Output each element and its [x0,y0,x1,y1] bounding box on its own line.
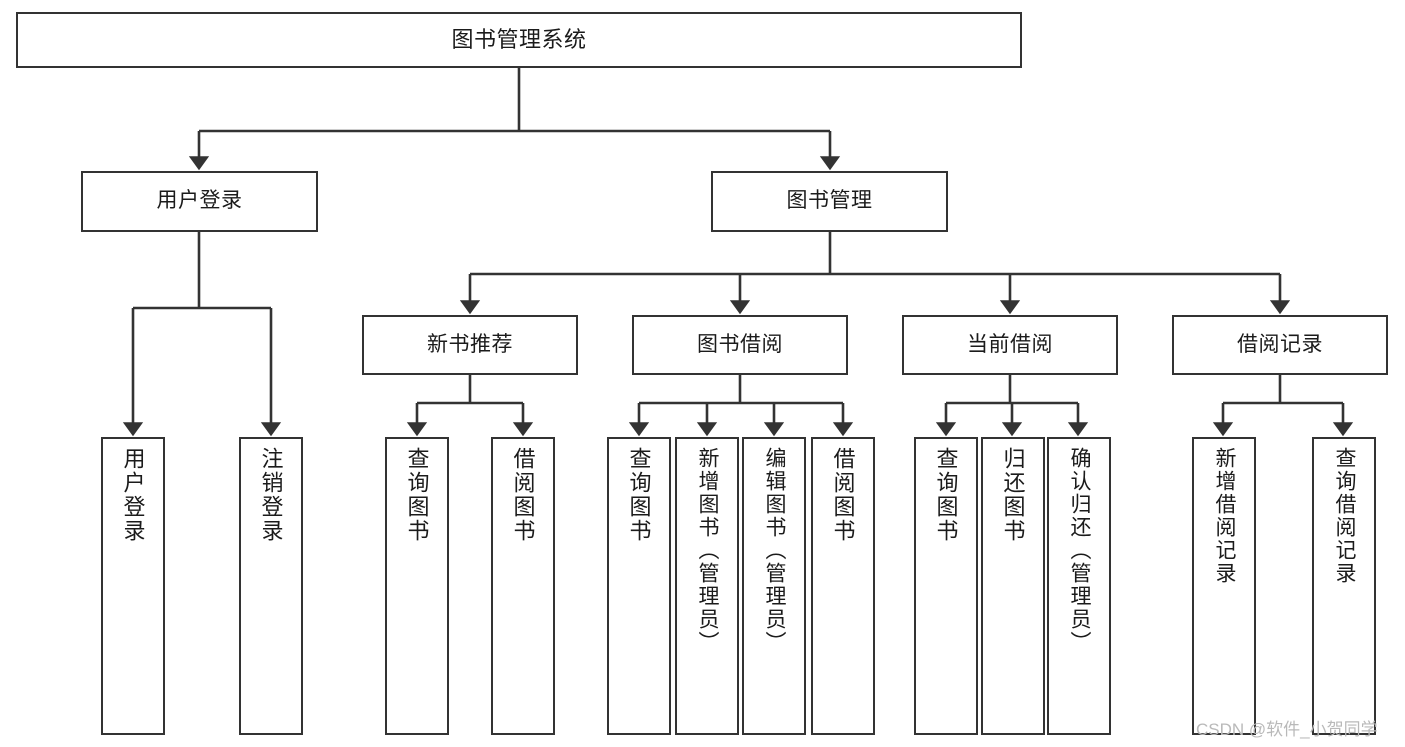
leaf-newbook-query-book[interactable]: 查询图书 [385,437,449,735]
leaf-borrow-add-book-admin[interactable]: 新增图书（管理员） [675,437,739,735]
leaf-borrow-borrow-book[interactable]: 借阅图书 [811,437,875,735]
leaf-borrow-query-book[interactable]: 查询图书 [607,437,671,735]
node-new-book-recommend[interactable]: 新书推荐 [362,315,578,375]
node-label: 查询借阅记录 [1333,447,1357,585]
node-book-management[interactable]: 图书管理 [711,171,948,232]
node-label: 查询图书 [404,447,430,543]
node-label: 借阅图书 [510,447,536,543]
node-label: 注销登录 [258,447,284,543]
node-label: 借阅图书 [830,447,856,543]
node-label: 新增图书（管理员） [696,447,720,654]
node-root-system[interactable]: 图书管理系统 [16,12,1022,68]
leaf-record-add-record[interactable]: 新增借阅记录 [1192,437,1256,735]
node-label: 借阅记录 [1237,332,1323,356]
leaf-current-return-book[interactable]: 归还图书 [981,437,1045,735]
node-user-login[interactable]: 用户登录 [81,171,318,232]
node-label: 确认归还（管理员） [1068,447,1092,654]
node-label: 查询图书 [933,447,959,543]
node-label: 当前借阅 [967,332,1053,356]
leaf-newbook-borrow-book[interactable]: 借阅图书 [491,437,555,735]
node-borrow-record[interactable]: 借阅记录 [1172,315,1388,375]
node-label: 图书管理系统 [451,27,587,53]
leaf-record-query-record[interactable]: 查询借阅记录 [1312,437,1376,735]
node-label: 用户登录 [120,447,146,543]
node-label: 查询图书 [626,447,652,543]
node-book-borrow[interactable]: 图书借阅 [632,315,848,375]
node-label: 图书管理 [786,189,873,213]
node-label: 新书推荐 [427,332,513,356]
leaf-user-login[interactable]: 用户登录 [101,437,165,735]
node-label: 归还图书 [1000,447,1026,543]
node-label: 用户登录 [156,189,243,213]
leaf-borrow-edit-book-admin[interactable]: 编辑图书（管理员） [742,437,806,735]
node-label: 图书借阅 [697,332,783,356]
csdn-watermark: CSDN @软件_小贺同学 [1196,720,1378,739]
node-current-borrow[interactable]: 当前借阅 [902,315,1118,375]
leaf-current-query-book[interactable]: 查询图书 [914,437,978,735]
leaf-current-confirm-return-admin[interactable]: 确认归还（管理员） [1047,437,1111,735]
node-label: 编辑图书（管理员） [763,447,787,654]
node-label: 新增借阅记录 [1213,447,1237,585]
leaf-user-logout[interactable]: 注销登录 [239,437,303,735]
